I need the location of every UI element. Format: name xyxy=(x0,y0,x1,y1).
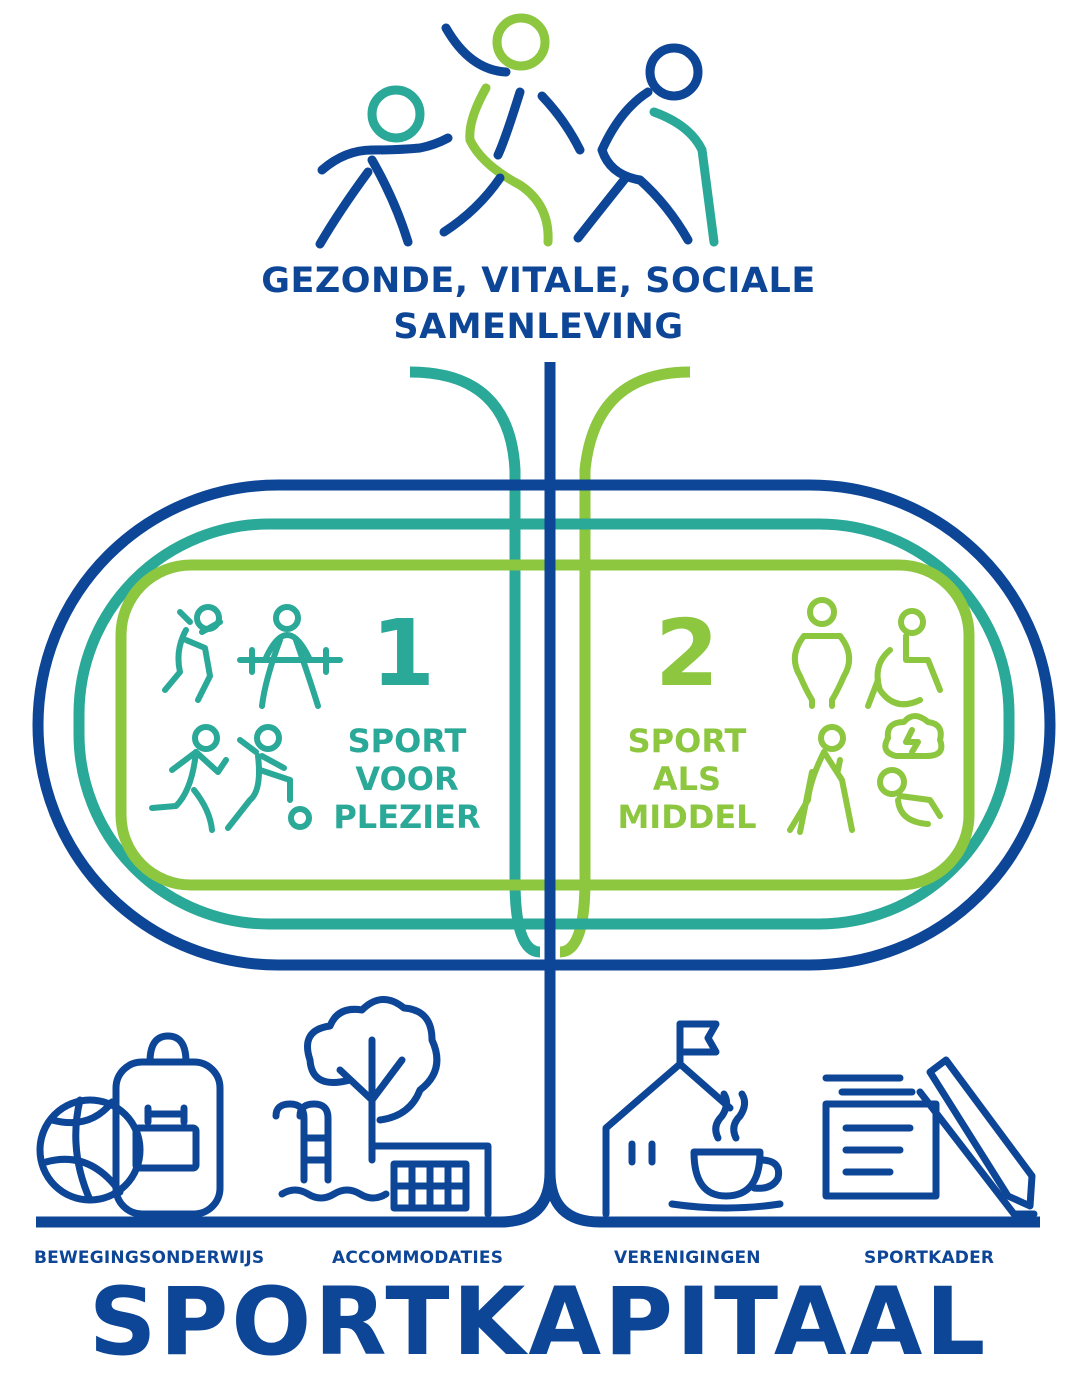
label-sportkader: SPORTKADER xyxy=(864,1248,995,1268)
pillar1-icons xyxy=(149,604,343,833)
document-pencil-icon xyxy=(822,1056,1038,1218)
clubhouse-flag-icon xyxy=(602,1020,734,1218)
volleyball-player-icon xyxy=(162,604,223,703)
headline-line1: GEZONDE, VITALE, SOCIALE xyxy=(261,261,816,301)
pillar2-label-line1: SPORT xyxy=(627,722,747,760)
tree-branches xyxy=(409,366,691,958)
standing-person-icon xyxy=(791,597,853,709)
ball-icon xyxy=(36,1096,144,1204)
top-figures xyxy=(315,13,719,249)
wheelchair-user-icon xyxy=(865,608,943,709)
runner-icon-small xyxy=(149,724,229,833)
pillar1-label: SPORT VOOR PLEZIER xyxy=(312,722,502,836)
stressed-person-icon xyxy=(877,713,945,827)
capital-icons xyxy=(36,996,1038,1218)
green-branch xyxy=(559,366,691,958)
pillar2-label-line3: MIDDEL xyxy=(617,798,757,836)
track-outer xyxy=(32,479,1056,971)
headline-line2: SAMENLEVING xyxy=(393,307,684,347)
pillar1-label-line3: PLEZIER xyxy=(333,798,481,836)
jumping-figure-icon xyxy=(439,13,585,247)
label-accommodaties: ACCOMMODATIES xyxy=(332,1248,504,1268)
pillar1-label-line2: VOOR xyxy=(355,760,459,798)
label-bewegingsonderwijs: BEWEGINGSONDERWIJS xyxy=(34,1248,265,1268)
pool-ladder-icon xyxy=(272,1100,390,1202)
building-grid-icon xyxy=(368,1142,492,1218)
trunk xyxy=(36,362,1040,1228)
pillar1-label-line1: SPORT xyxy=(347,722,467,760)
pillar2-label-line2: ALS xyxy=(652,760,722,798)
label-verenigingen: VERENIGINGEN xyxy=(614,1248,761,1268)
teal-branch xyxy=(409,366,541,958)
walking-stick-figure-icon xyxy=(573,43,719,247)
pillar2-icons xyxy=(787,597,945,835)
track-middle xyxy=(73,518,1015,930)
weightlifter-icon xyxy=(237,604,343,709)
sportkapitaal-title: SPORTKAPITAAL xyxy=(88,1268,989,1377)
trunk-right xyxy=(544,1171,1040,1228)
runner-icon xyxy=(315,85,453,249)
walker-with-poles-icon xyxy=(787,724,855,835)
coffee-cup-icon xyxy=(668,1090,784,1212)
pillar2-number: 2 xyxy=(654,600,719,707)
backpack-icon xyxy=(112,1032,224,1218)
pillar2-label: SPORT ALS MIDDEL xyxy=(592,722,782,836)
tree-icon xyxy=(304,996,441,1164)
pillar1-number: 1 xyxy=(370,600,435,707)
footballer-icon xyxy=(225,724,312,831)
